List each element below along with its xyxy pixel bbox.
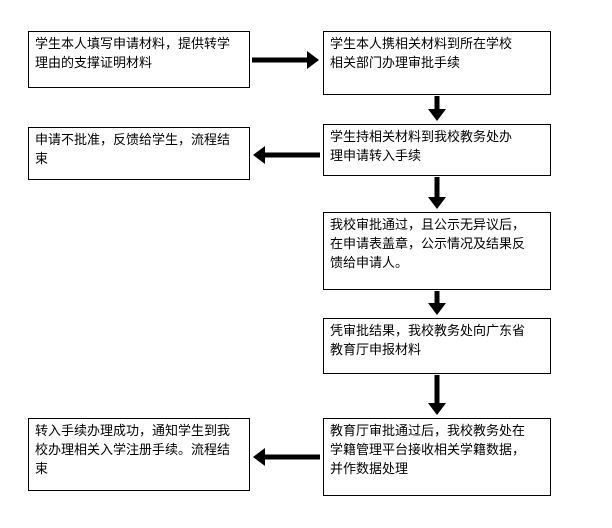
arrow-receive-to-success <box>253 448 320 466</box>
step-success-end: 转入手续办理成功，通知学生到我 校办理相关入学注册手续。流程结 束 <box>28 418 250 491</box>
step-rejected-end: 申请不批准，反馈给学生，流程结 束 <box>28 127 250 180</box>
step-approval-publicity: 我校审批通过，且公示无异议后， 在申请表盖章，公示情况及结果反 馈给申请人。 <box>323 212 551 290</box>
step-fill-application: 学生本人填写申请材料，提供转学 理由的支撑证明材料 <box>28 31 250 88</box>
step-school-approval: 学生本人携相关材料到所在学校 相关部门办理审批手续 <box>323 31 551 95</box>
arrow-school-to-transfer <box>428 96 446 121</box>
step-report-to-education-dept: 凭审批结果，我校教务处向广东省 教育厅申报材料 <box>323 318 551 374</box>
step-transfer-in-application: 学生持相关材料到我校教务处办 理申请转入手续 <box>323 124 551 176</box>
arrow-fill-to-school <box>252 51 319 69</box>
arrow-transfer-to-approval <box>428 177 446 209</box>
step-receive-records: 教育厅审批通过后，我校教务处在 学籍管理平台接收相关学籍数据， 并作数据处理 <box>323 418 551 496</box>
arrow-approval-to-report <box>428 291 446 315</box>
arrow-report-to-receive <box>428 375 446 415</box>
arrow-transfer-to-rejected <box>253 146 320 164</box>
